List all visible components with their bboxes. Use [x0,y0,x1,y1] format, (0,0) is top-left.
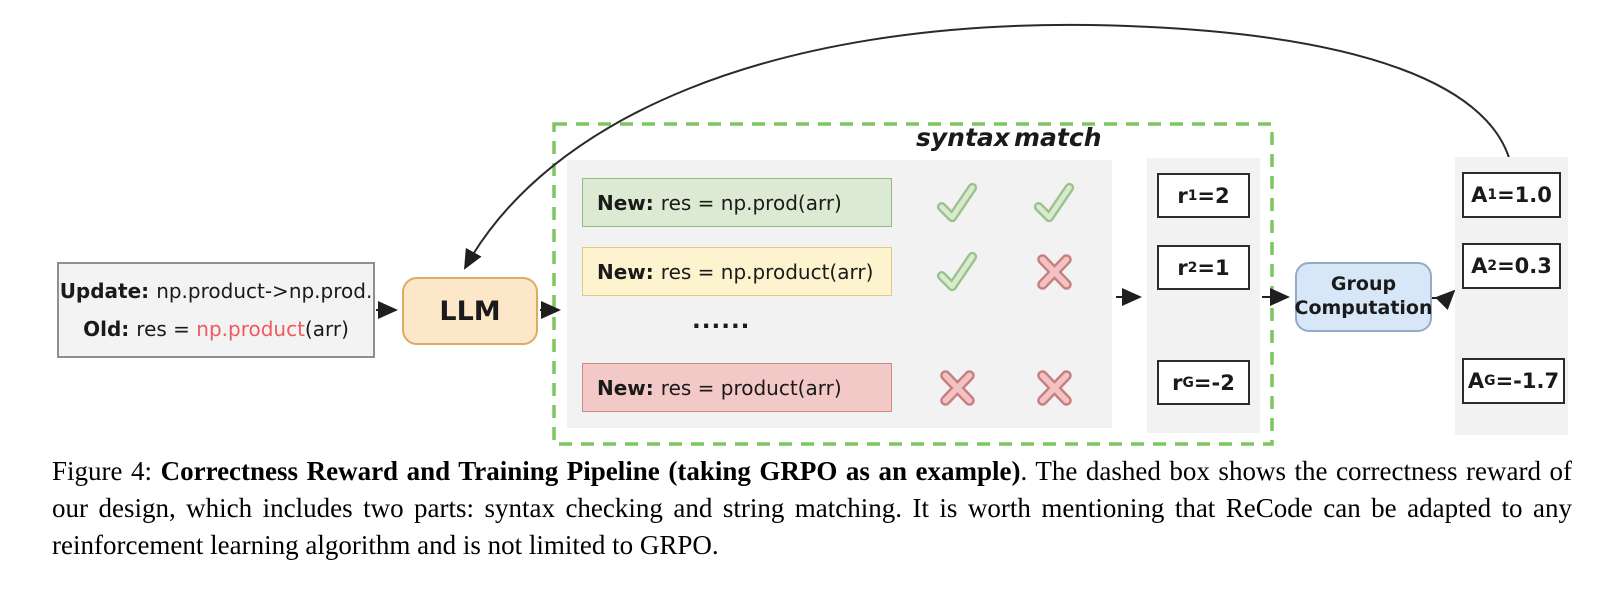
candidate-row-3: New:res = product(arr) [582,363,892,412]
reward-value: =-2 [1193,370,1235,395]
candidate-1-code: res = np.prod(arr) [660,190,842,215]
advantage-value: =1.0 [1497,183,1552,207]
group-line1: Group [1330,273,1397,296]
old-code-highlight: np.product [196,317,305,342]
caption-body: . The dashed box shows the correctness r… [52,456,1572,560]
group-line2: Computation [1294,297,1433,319]
match-column-header: match [1014,123,1102,152]
llm-label: LLM [439,295,501,327]
candidate-2-code: res = np.product(arr) [660,259,874,284]
old-code-line: Old:res = np.product(arr) [83,317,349,341]
candidate-row-1: New:res = np.prod(arr) [582,178,892,227]
candidate-3-label: New: [597,375,654,400]
check-icon [933,248,981,296]
syntax-column-header: syntax [916,123,1010,152]
old-code-pre: res = [136,317,197,342]
advantage-value: =0.3 [1497,254,1552,278]
reward-value: =1 [1197,255,1230,280]
candidate-3-code: res = product(arr) [660,375,842,400]
candidate-row-2: New:res = np.product(arr) [582,247,892,296]
caption-prefix: Figure 4: [52,456,161,486]
old-label: Old: [83,317,130,342]
update-line: Update:np.product->np.prod. [60,279,373,303]
figure-caption: Figure 4: Correctness Reward and Trainin… [52,453,1572,564]
advantage-value: =-1.7 [1495,369,1560,393]
cross-icon [1030,364,1078,412]
cross-icon [933,364,981,412]
ellipsis: ...... [692,308,751,334]
candidates-panel: New:res = np.prod(arr) New:res = np.prod… [567,160,1112,428]
check-icon [933,179,981,227]
update-old-code-box: Update:np.product->np.prod. Old:res = np… [57,262,375,358]
check-icon [1030,179,1078,227]
advantage-base: A [1467,369,1485,393]
advantage-base: A [1471,254,1488,278]
old-code-post: (arr) [304,317,349,342]
caption-title: Correctness Reward and Training Pipeline… [160,456,1021,486]
group-computation-node: Group Computation [1294,262,1433,332]
update-text: np.product->np.prod. [156,278,373,303]
reward-base: r [1177,255,1188,280]
candidate-1-label: New: [597,190,654,215]
reward-base: r [1177,183,1188,208]
advantage-base: A [1471,183,1488,207]
reward-value: =2 [1197,183,1230,208]
update-label: Update: [59,278,150,303]
candidate-2-label: New: [597,259,654,284]
reward-base: r [1172,370,1183,395]
llm-node: LLM [402,277,538,345]
cross-icon [1030,248,1078,296]
